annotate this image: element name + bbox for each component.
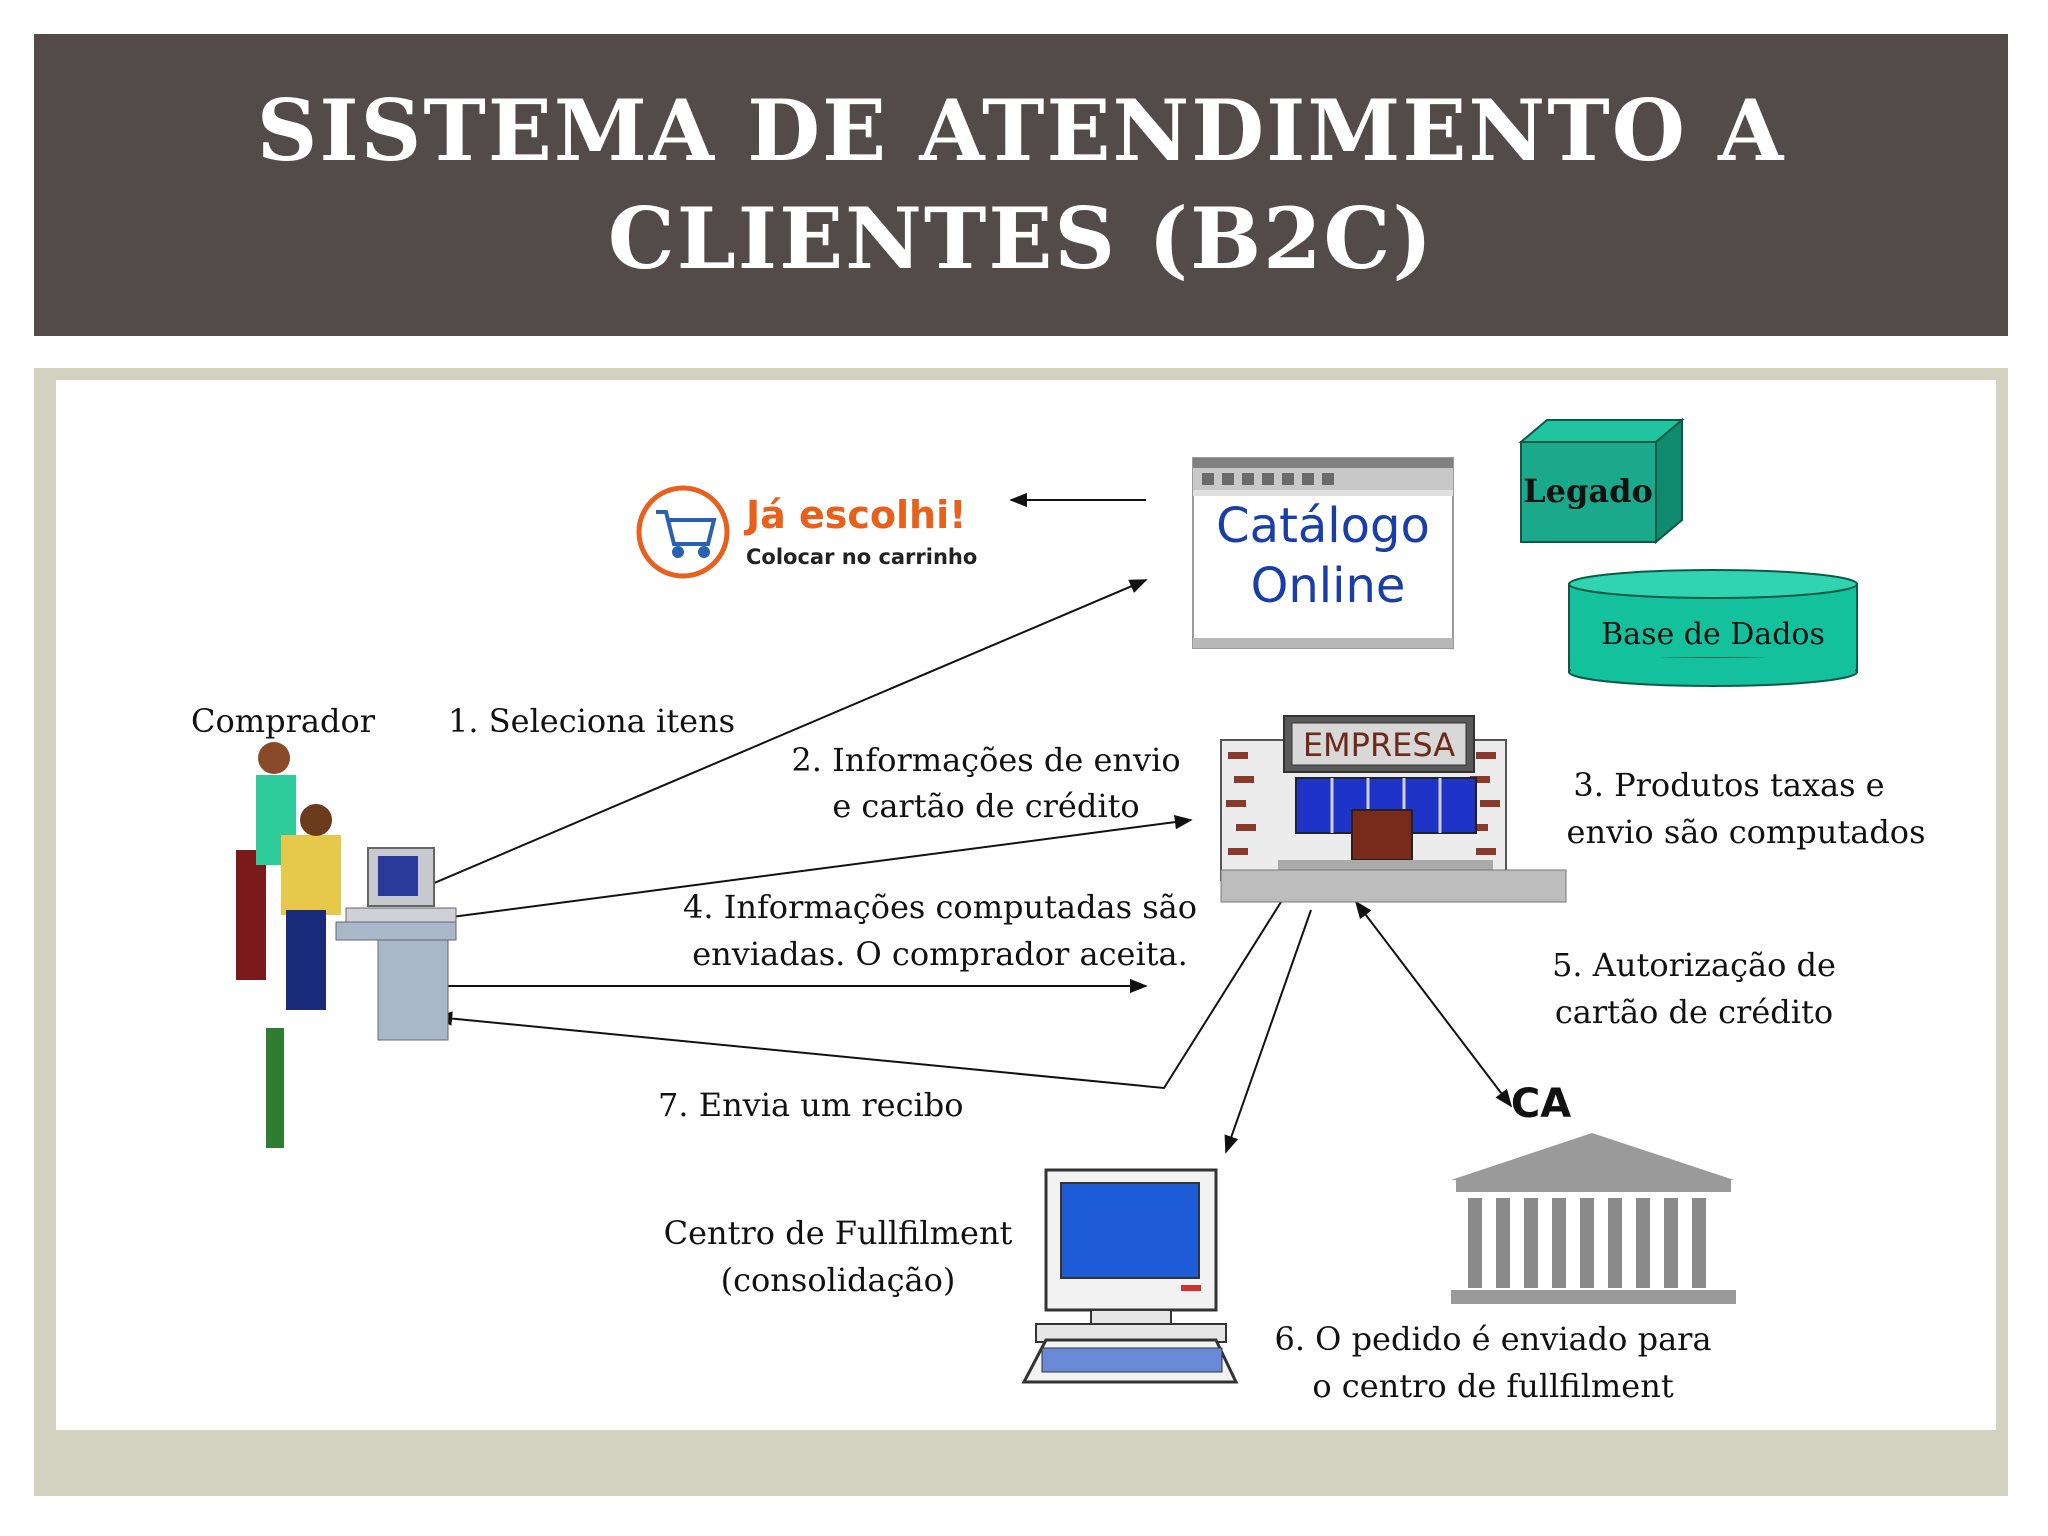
flow-arrows bbox=[405, 492, 1513, 1154]
arrow-step6-fulfilment bbox=[1224, 909, 1312, 1154]
comprador-illustration: Comprador bbox=[191, 702, 457, 1148]
bank-columns bbox=[1468, 1198, 1706, 1288]
catalog-title-line-1: Catálogo bbox=[1216, 498, 1430, 554]
ca-label: CA bbox=[1511, 1081, 1571, 1127]
chair bbox=[266, 1028, 284, 1148]
building-base bbox=[1220, 869, 1567, 903]
step-7-label: 7. Envia um recibo bbox=[658, 1086, 964, 1124]
seated-person-legs bbox=[286, 910, 326, 1010]
ca-bank: CA bbox=[1451, 1081, 1736, 1304]
title-banner: SISTEMA DE ATENDIMENTO A CLIENTES (B2C) bbox=[34, 34, 2008, 336]
cart-circle bbox=[636, 485, 730, 579]
step-3-label-line-1: 3. Produtos taxas e bbox=[1573, 766, 1884, 804]
arrow-step7-receipt bbox=[434, 901, 1282, 1090]
seated-person-body bbox=[281, 835, 341, 915]
step-2-label-line-1: 2. Informações de envio bbox=[791, 741, 1180, 779]
database-cylinder: Base de Dados bbox=[1568, 569, 1858, 687]
seated-person-head bbox=[300, 804, 332, 836]
standing-person-legs bbox=[236, 850, 266, 980]
step-4-label-line-2: enviadas. O comprador aceita. bbox=[692, 935, 1188, 973]
arrow-step2 bbox=[405, 814, 1193, 924]
diagram-canvas: Já escolhi! Colocar no carrinho Catálogo… bbox=[56, 380, 1996, 1430]
arrow-step5-ca bbox=[1354, 900, 1513, 1108]
toolbar-icons bbox=[1202, 473, 1334, 485]
bank-roof bbox=[1451, 1133, 1734, 1180]
building-door bbox=[1351, 809, 1413, 861]
building-bricks bbox=[1226, 752, 1500, 855]
computer-keyboard bbox=[345, 907, 457, 923]
fulfilment-label-line-2: (consolidação) bbox=[721, 1261, 956, 1299]
legado-label: Legado bbox=[1523, 472, 1653, 510]
arrow-step1 bbox=[405, 579, 1148, 896]
step-labels: 1. Seleciona itens 2. Informações de env… bbox=[448, 702, 1925, 1405]
catalog-statusbar bbox=[1193, 638, 1453, 648]
catalog-online: Catálogo Online bbox=[1192, 457, 1454, 649]
legado-system: Legado bbox=[1518, 417, 1685, 545]
cart-subtitle: Colocar no carrinho bbox=[746, 545, 977, 569]
bank-base bbox=[1451, 1290, 1736, 1304]
page-title-line-1: SISTEMA DE ATENDIMENTO A bbox=[256, 81, 1786, 180]
step-5-label-line-1: 5. Autorização de bbox=[1552, 946, 1836, 984]
b2c-flow-diagram: Já escolhi! Colocar no carrinho Catálogo… bbox=[191, 417, 1925, 1405]
desk-top bbox=[335, 921, 457, 941]
step-3-label-line-2: envio são computados bbox=[1567, 813, 1926, 851]
step-2-label-line-2: e cartão de crédito bbox=[832, 787, 1139, 825]
cart-title: Já escolhi! bbox=[743, 493, 966, 537]
fulfilment-label-line-1: Centro de Fullfilment bbox=[664, 1214, 1013, 1252]
step-4-label-line-1: 4. Informações computadas são bbox=[683, 888, 1197, 926]
cart-badge: Já escolhi! Colocar no carrinho bbox=[636, 485, 977, 579]
page-title-line-2: CLIENTES (B2C) bbox=[607, 189, 1435, 288]
step-6-label-line-1: 6. O pedido é enviado para bbox=[1274, 1320, 1711, 1358]
step-1-label: 1. Seleciona itens bbox=[448, 702, 735, 740]
catalog-titlebar bbox=[1193, 458, 1453, 468]
empresa-sign: EMPRESA bbox=[1303, 726, 1455, 764]
comprador-label: Comprador bbox=[191, 702, 376, 740]
shopping-cart-icon bbox=[656, 510, 717, 558]
step-6-label-line-2: o centro de fullfilment bbox=[1312, 1367, 1673, 1405]
fulfilment-screen bbox=[1060, 1182, 1200, 1279]
standing-person-head bbox=[258, 742, 290, 774]
catalog-title-line-2: Online bbox=[1251, 558, 1406, 614]
database-label: Base de Dados bbox=[1601, 617, 1825, 652]
fulfilment-computer: Centro de Fullfilment (consolidação) bbox=[664, 1168, 1239, 1384]
desk-leg bbox=[377, 939, 449, 1041]
legado-box bbox=[1520, 441, 1657, 543]
step-5-label-line-2: cartão de crédito bbox=[1555, 993, 1833, 1031]
empresa-building: EMPRESA bbox=[1220, 715, 1567, 903]
